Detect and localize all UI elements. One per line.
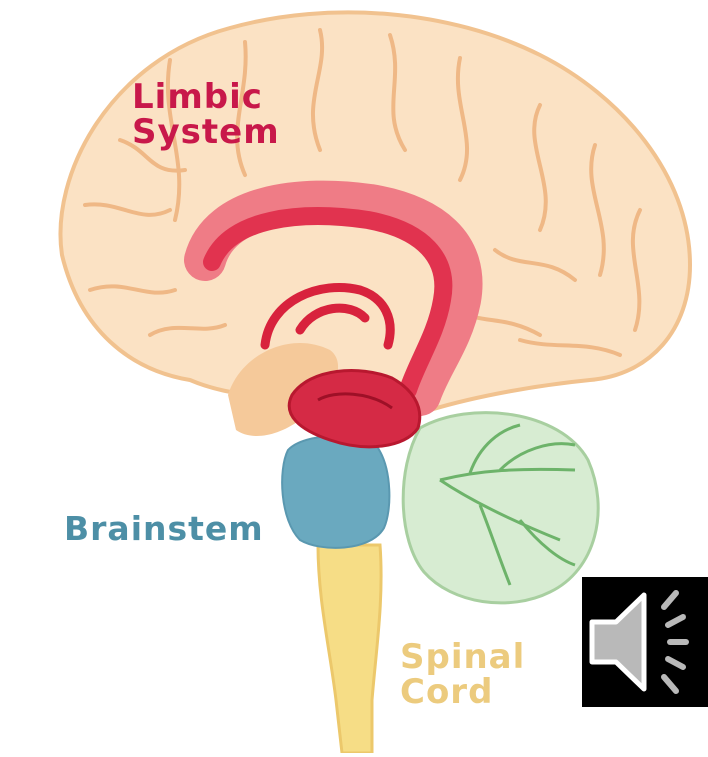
spinal-label-line2: Cord — [400, 675, 525, 710]
audio-button[interactable] — [582, 577, 708, 707]
hippocampus — [289, 371, 420, 447]
spinal-cord-label: Spinal Cord — [400, 640, 525, 709]
limbic-system-label: Limbic System — [132, 80, 280, 149]
spinal-label-line1: Spinal — [400, 640, 525, 675]
speaker-icon — [582, 577, 708, 707]
limbic-label-line1: Limbic — [132, 80, 280, 115]
spinal-cord — [318, 545, 381, 753]
limbic-label-line2: System — [132, 115, 280, 150]
cerebellum — [403, 413, 598, 603]
brainstem-label: Brainstem — [64, 512, 264, 546]
brainstem — [282, 436, 389, 548]
